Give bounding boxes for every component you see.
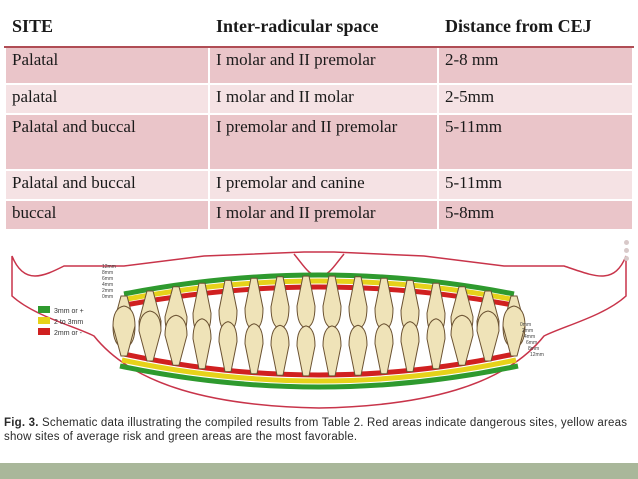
lower-tooth: [426, 318, 446, 370]
lower-tooth: [348, 324, 368, 376]
upper-tooth: [322, 275, 342, 329]
cell-distance: 2-5mm: [437, 83, 634, 115]
cell-site: Palatal: [4, 46, 210, 85]
table-row: palatal I molar and II molar 2-5mm: [4, 83, 634, 115]
cell-space: I premolar and II premolar: [208, 113, 439, 171]
slide-bottom-bar: [0, 463, 638, 479]
scale-label: 6mm: [102, 276, 113, 282]
table-row: Palatal I molar and II premolar 2-8 mm: [4, 46, 634, 85]
scale-label: 8mm: [102, 270, 113, 276]
scale-label: 12mm: [102, 264, 116, 270]
cell-site: Palatal and buccal: [4, 169, 210, 201]
table-row: buccal I molar and II premolar 5-8mm: [4, 199, 634, 231]
cell-space: I molar and II premolar: [208, 46, 439, 85]
scale-label: 0mm: [520, 322, 531, 328]
cell-distance: 5-8mm: [437, 199, 634, 231]
scale-label: 12mm: [530, 352, 544, 358]
cell-distance: 5-11mm: [437, 169, 634, 201]
upper-tooth: [348, 276, 368, 330]
lower-green-band: [119, 363, 519, 390]
lower-tooth: [450, 314, 474, 366]
lower-tooth: [218, 321, 238, 373]
scale-label: 4mm: [524, 334, 535, 340]
placement-sites-table: SITE Inter-radicular space Distance from…: [4, 4, 634, 231]
lower-tooth: [192, 318, 212, 370]
lower-mm-scale: 0mm 2mm 4mm 6mm 8mm 12mm: [520, 322, 544, 358]
legend-label-yellow: 2 to 3mm: [54, 319, 83, 326]
cell-site: palatal: [4, 83, 210, 115]
upper-tooth: [296, 275, 316, 329]
legend: 3mm or + 2 to 3mm 2mm or -: [38, 306, 84, 337]
caption-text: Schematic data illustrating the compiled…: [4, 417, 628, 443]
cell-site: buccal: [4, 199, 210, 231]
scale-label: 2mm: [102, 288, 113, 294]
lower-tooth: [270, 324, 290, 376]
legend-label-red: 2mm or -: [54, 330, 83, 337]
cell-space: I molar and II premolar: [208, 199, 439, 231]
table-row: Palatal and buccal I premolar and canine…: [4, 169, 634, 201]
upper-tooth: [270, 276, 290, 330]
lower-tooth: [502, 305, 526, 357]
upper-mm-scale: 12mm 8mm 6mm 4mm 2mm 0mm: [102, 264, 116, 300]
lower-tooth: [296, 325, 316, 377]
scale-label: 6mm: [526, 340, 537, 346]
upper-tooth: [244, 277, 264, 331]
caption-label: Fig. 3.: [4, 417, 39, 429]
header-distance-from-cej: Distance from CEJ: [437, 4, 634, 48]
lower-tooth: [164, 314, 188, 366]
table-header-row: SITE Inter-radicular space Distance from…: [4, 4, 634, 48]
slide-dots: [624, 240, 630, 264]
jaw-outline: [11, 251, 627, 409]
lower-teeth: [112, 305, 526, 377]
cell-space: I molar and II molar: [208, 83, 439, 115]
lower-tooth: [476, 310, 500, 362]
upper-tooth: [374, 277, 394, 331]
lower-tooth: [138, 310, 162, 362]
lower-tooth: [322, 325, 342, 377]
figure-caption: Fig. 3. Schematic data illustrating the …: [4, 416, 634, 462]
header-inter-radicular-space: Inter-radicular space: [208, 4, 439, 48]
cell-space: I premolar and canine: [208, 169, 439, 201]
scale-label: 2mm: [522, 328, 533, 334]
dot: [624, 240, 629, 245]
scale-label: 4mm: [102, 282, 113, 288]
lower-tooth: [400, 321, 420, 373]
dental-arch-figure: 3mm or + 2 to 3mm 2mm or - 12mm 8mm 6mm …: [4, 236, 634, 416]
legend-swatch-yellow: [38, 317, 50, 324]
cell-distance: 5-11mm: [437, 113, 634, 171]
legend-label-green: 3mm or +: [54, 308, 84, 315]
dot: [624, 256, 629, 261]
lower-tooth: [374, 323, 394, 375]
lower-tooth: [112, 305, 136, 357]
scale-label: 8mm: [528, 346, 539, 352]
cell-distance: 2-8 mm: [437, 46, 634, 85]
lower-tooth: [244, 323, 264, 375]
table-row: Palatal and buccal I premolar and II pre…: [4, 113, 634, 171]
upper-green-band: [123, 272, 515, 297]
lower-yellow-band: [121, 357, 517, 384]
legend-swatch-red: [38, 328, 50, 335]
scale-label: 0mm: [102, 294, 113, 300]
legend-swatch-green: [38, 306, 50, 313]
cell-site: Palatal and buccal: [4, 113, 210, 171]
dental-arch-illustration: 3mm or + 2 to 3mm 2mm or - 12mm 8mm 6mm …: [11, 251, 627, 409]
header-site: SITE: [4, 4, 210, 48]
dot: [624, 248, 629, 253]
